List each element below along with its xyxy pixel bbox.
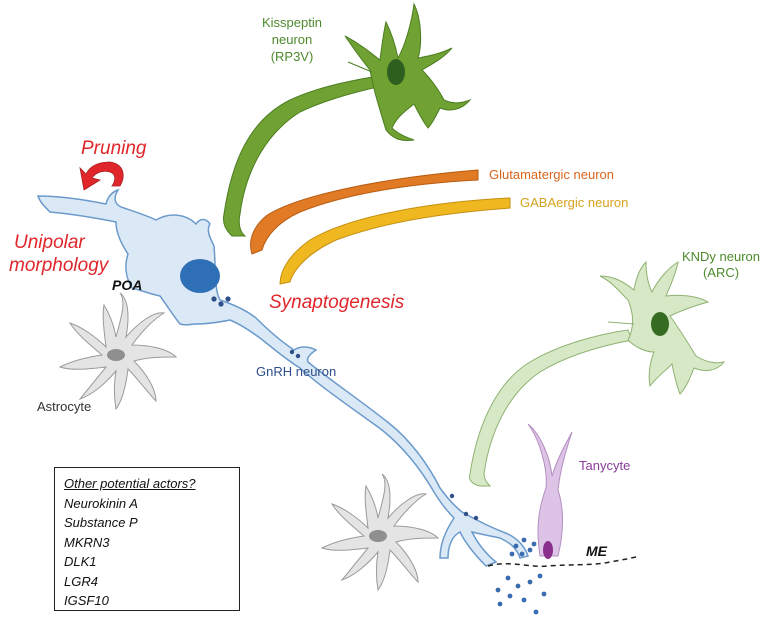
gnrh-neuron-label: GnRH neuron bbox=[256, 364, 336, 379]
unipolar-label-line1: Unipolar bbox=[14, 232, 85, 253]
gabaergic-projection bbox=[279, 197, 511, 285]
glutamatergic-projection bbox=[250, 169, 479, 255]
other-actors-header: Other potential actors? bbox=[64, 476, 196, 491]
actor-item: Neurokinin A bbox=[64, 495, 138, 511]
astrocyte-lower bbox=[320, 473, 440, 592]
poa-label: POA bbox=[112, 277, 142, 293]
kisspeptin-label-line3: (RP3V) bbox=[271, 49, 314, 64]
actor-item: DLK1 bbox=[64, 554, 97, 569]
unipolar-label-line2: morphology bbox=[9, 255, 110, 276]
gabaergic-label: GABAergic neuron bbox=[520, 195, 628, 210]
tanycyte-label: Tanycyte bbox=[579, 458, 630, 473]
actor-item: IGSF10 bbox=[64, 593, 109, 608]
pruning-arrow-icon bbox=[79, 161, 124, 191]
actor-item: LGR4 bbox=[64, 573, 98, 589]
pruning-label: Pruning bbox=[81, 138, 147, 159]
kndy-label-line1: KNDy neuron bbox=[682, 249, 760, 264]
me-label: ME bbox=[586, 543, 608, 559]
astrocyte-upper bbox=[58, 292, 178, 411]
kisspeptin-label-line2: neuron bbox=[272, 32, 312, 47]
actor-item: Substance P bbox=[64, 515, 138, 530]
other-actors-box: Other potential actors? Neurokinin A Sub… bbox=[54, 467, 240, 611]
kndy-neuron bbox=[469, 260, 726, 487]
gnrh-secretion-dots bbox=[495, 537, 547, 615]
astrocyte-label: Astrocyte bbox=[37, 399, 91, 414]
synaptogenesis-label: Synaptogenesis bbox=[269, 292, 405, 313]
kisspeptin-neuron bbox=[223, 2, 472, 237]
actor-item: MKRN3 bbox=[64, 534, 110, 550]
glutamatergic-label: Glutamatergic neuron bbox=[489, 167, 614, 182]
tanycyte bbox=[527, 423, 573, 559]
kndy-label-line2: (ARC) bbox=[703, 265, 739, 280]
gnrh-neuron bbox=[36, 188, 529, 567]
median-eminence-boundary bbox=[487, 555, 641, 568]
kisspeptin-label-line1: Kisspeptin bbox=[262, 15, 322, 30]
